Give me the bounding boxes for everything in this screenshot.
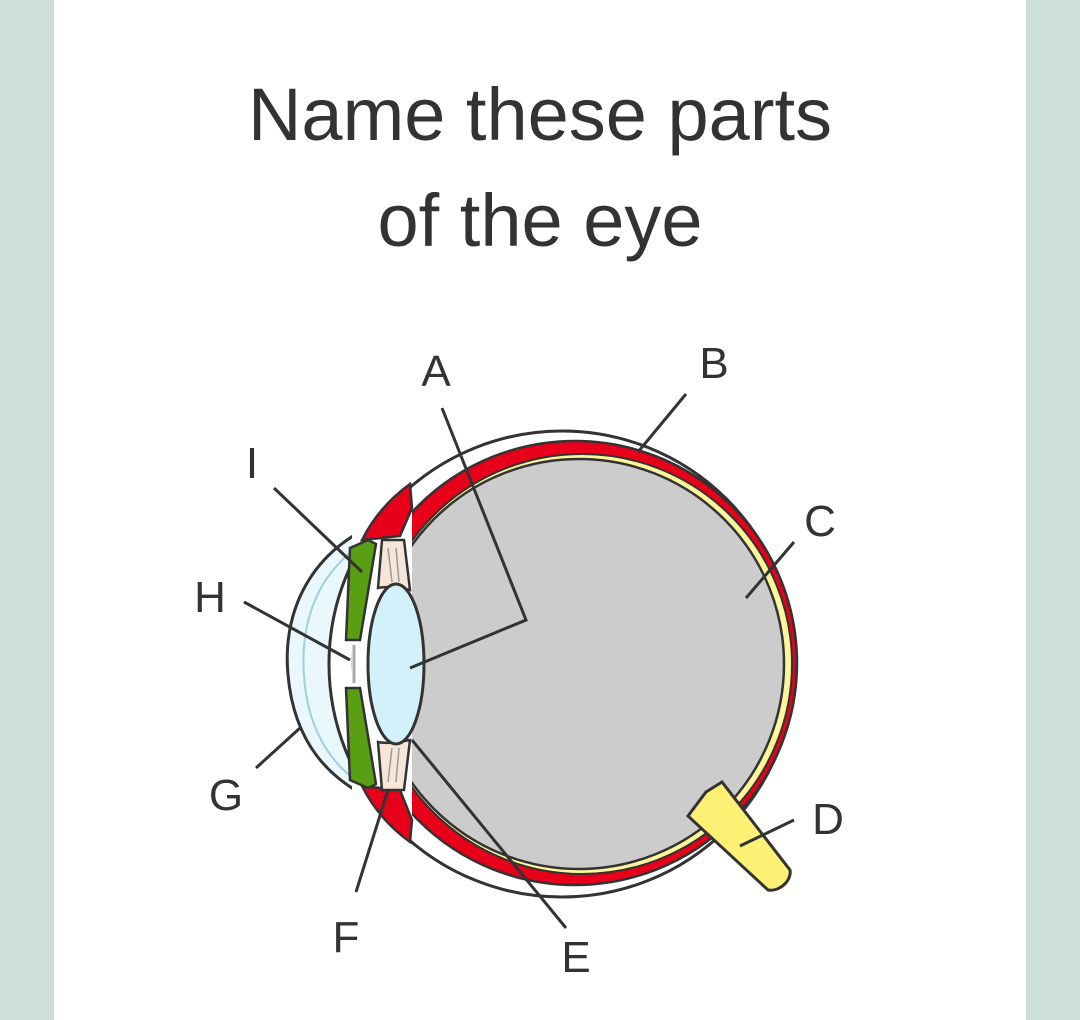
leader-D — [739, 818, 795, 848]
leader-F — [354, 789, 390, 893]
leader-B — [636, 393, 688, 453]
label-A: A — [421, 347, 451, 396]
label-G: G — [209, 771, 243, 820]
ciliary-body-top — [376, 538, 412, 592]
leader-H — [243, 600, 351, 662]
label-D: D — [812, 795, 844, 844]
title-line-1: Name these parts — [247, 73, 833, 156]
iris-bottom — [344, 686, 378, 790]
label-I: I — [246, 439, 258, 488]
leader-G — [254, 726, 302, 770]
label-E: E — [561, 933, 590, 982]
leader-C — [744, 541, 796, 599]
ciliary-body-bottom — [376, 738, 412, 792]
leader-lines — [243, 393, 796, 929]
ciliary-fibres — [387, 547, 400, 783]
lens — [366, 582, 426, 746]
choroid-front-top — [359, 481, 414, 542]
leader-I — [272, 486, 364, 574]
leader-A — [409, 407, 528, 670]
title-line-2: of the eye — [377, 179, 703, 262]
label-H: H — [194, 573, 226, 622]
page-title: Name these parts of the eye — [54, 62, 1026, 274]
cornea-inner-edge — [302, 534, 379, 791]
optic-nerve — [685, 780, 792, 892]
label-C: C — [804, 497, 836, 546]
choroid-front-bottom — [359, 784, 414, 845]
label-F: F — [333, 913, 360, 962]
label-B: B — [699, 339, 728, 388]
leader-E — [410, 739, 568, 929]
